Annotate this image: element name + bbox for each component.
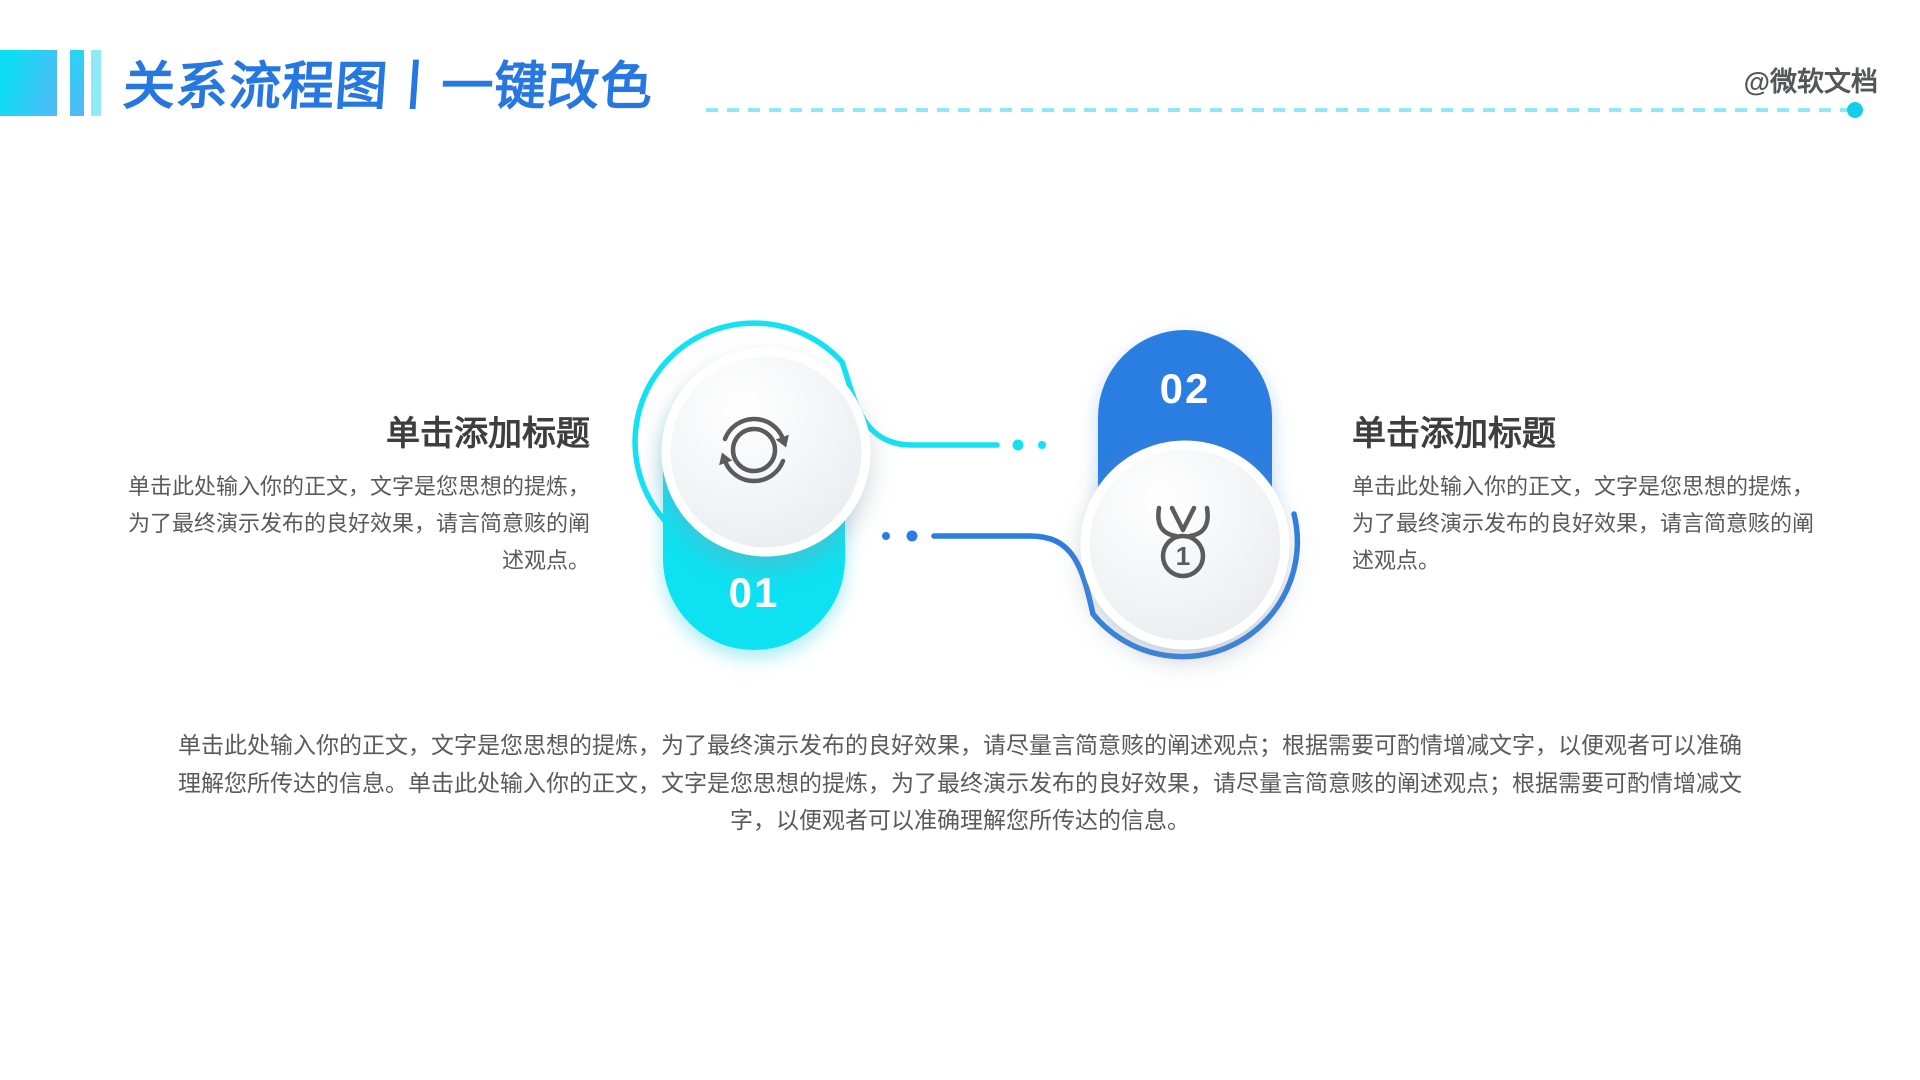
node-01: [661, 347, 871, 557]
title-decor-bar-1: [70, 50, 84, 116]
number-01: 01: [729, 569, 780, 616]
item-02-text-block: 单击添加标题 单击此处输入你的正文，文字是您思想的提炼，为了最终演示发布的良好效…: [1352, 412, 1827, 579]
medal-icon: 1: [1156, 505, 1210, 579]
dashed-divider: [706, 108, 1852, 112]
medal-rank: 1: [1176, 541, 1190, 571]
connector-02: [882, 511, 1301, 660]
divider-end-dot: [1847, 102, 1863, 118]
item-01-body: 单击此处输入你的正文，文字是您思想的提炼，为了最终演示发布的良好效果，请言简意赅…: [127, 474, 590, 574]
number-02: 02: [1160, 365, 1211, 412]
item-01-text-block: 单击添加标题 单击此处输入你的正文，文字是您思想的提炼，为了最终演示发布的良好效…: [110, 412, 590, 579]
sync-icon: [719, 419, 789, 481]
item-02-body: 单击此处输入你的正文，文字是您思想的提炼，为了最终演示发布的良好效果，请言简意赅…: [1352, 474, 1815, 574]
item-02-title: 单击添加标题: [1352, 415, 1556, 453]
title-decor-bar-2: [91, 50, 101, 116]
node-02: 1: [1080, 440, 1290, 650]
item-01-title: 单击添加标题: [386, 415, 590, 453]
footer-paragraph: 单击此处输入你的正文，文字是您思想的提炼，为了最终演示发布的良好效果，请尽量言简…: [178, 732, 1742, 833]
title-decor-square: [0, 50, 57, 116]
watermark: @微软文档: [1743, 67, 1878, 97]
